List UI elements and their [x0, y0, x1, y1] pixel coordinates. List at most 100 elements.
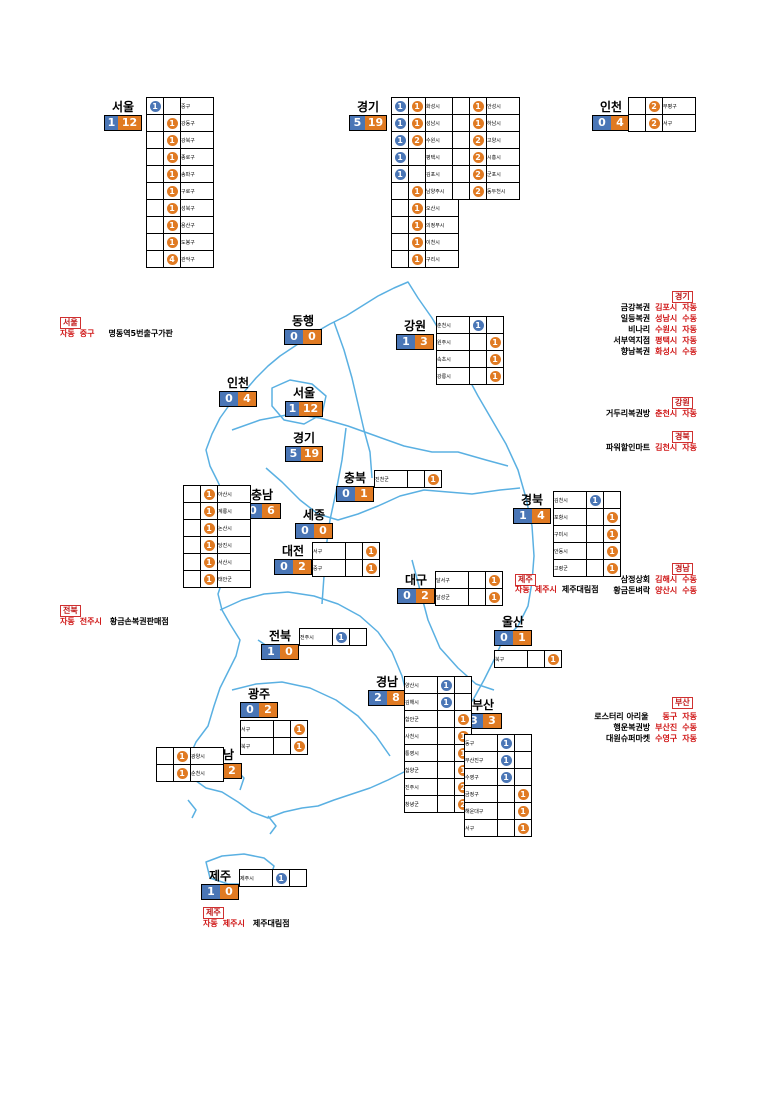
auto-cell [345, 542, 363, 560]
auto-count-badge: 1 [472, 319, 484, 331]
manual-cell: 1 [163, 216, 181, 234]
auto-count: 5 [350, 116, 365, 130]
store-name: 황금돈벼락 [613, 586, 651, 595]
auto-cell [586, 559, 604, 577]
store-city: 김해시 [655, 575, 678, 584]
region-title: 충북 [343, 471, 367, 485]
district-name: 수영구 [464, 768, 498, 786]
district-name: 오산시 [425, 199, 459, 217]
manual-count: 3 [483, 714, 501, 728]
store-name: 거두리복권방 [606, 409, 651, 418]
district-name: 용산구 [180, 216, 214, 234]
auto-cell [146, 165, 164, 183]
district-name: 진천군 [374, 470, 408, 488]
store-name: 서부역지점 [613, 336, 651, 345]
auto-cell: 1 [332, 628, 350, 646]
auto-cell: 1 [497, 734, 515, 752]
manual-cell: 2 [645, 97, 663, 115]
manual-cell [454, 693, 472, 711]
auto-cell [391, 250, 409, 268]
store-type: 자동 [60, 617, 75, 626]
manual-cell: 1 [485, 571, 503, 589]
manual-count-badge: 2 [472, 168, 484, 180]
manual-count: 4 [611, 116, 629, 130]
region-title: 경남 [375, 675, 399, 689]
auto-count: 0 [275, 560, 293, 574]
auto-count: 1 [105, 116, 118, 130]
auto-count: 0 [220, 392, 238, 406]
manual-count-badge: 1 [293, 723, 305, 735]
manual-count-badge: 1 [203, 573, 215, 585]
manual-cell: 1 [485, 588, 503, 606]
auto-cell [497, 785, 515, 803]
manual-count: 12 [299, 402, 322, 416]
manual-cell: 2 [469, 165, 487, 183]
district-name: 구로구 [180, 182, 214, 200]
district-name: 달성군 [435, 588, 469, 606]
district-name: 의정부시 [425, 216, 459, 234]
district-name: 동두천시 [486, 182, 520, 200]
auto-cell [452, 165, 470, 183]
auto-count: 1 [286, 402, 299, 416]
district-name: 북구 [240, 737, 274, 755]
manual-count-badge: 1 [489, 370, 501, 382]
auto-cell [156, 764, 174, 782]
auto-count: 1 [202, 885, 220, 899]
manual-count-badge: 1 [166, 151, 178, 163]
manual-count-badge: 1 [203, 488, 215, 500]
district-name: 달서구 [435, 571, 469, 589]
district-name: 김천시 [553, 491, 587, 509]
store-city: 수원시 [655, 325, 678, 334]
store-name: 향남복권 [620, 347, 651, 356]
manual-cell: 1 [603, 525, 621, 543]
auto-cell [183, 553, 201, 571]
region-border-6 [231, 681, 391, 757]
manual-count-badge: 2 [457, 798, 469, 810]
auto-cell [437, 744, 455, 762]
manual-count-badge: 1 [606, 545, 618, 557]
auto-count: 1 [262, 645, 280, 659]
manual-cell: 1 [408, 182, 426, 200]
district-name: 부산진구 [464, 751, 498, 769]
manual-count-badge: 1 [457, 747, 469, 759]
district-name: 제주시 [239, 869, 273, 887]
manual-count: 0 [280, 645, 298, 659]
manual-cell: 1 [544, 650, 562, 668]
store-name: 파워할인마트 [606, 443, 651, 452]
manual-count-badge: 1 [411, 253, 423, 265]
auto-cell [146, 131, 164, 149]
district-name: 춘천시 [436, 316, 470, 334]
region-title: 대구 [404, 573, 428, 587]
auto-cell [183, 502, 201, 520]
auto-cell [468, 588, 486, 606]
auto-cell: 1 [272, 869, 290, 887]
auto-cell [146, 199, 164, 217]
region-border-3 [265, 467, 521, 521]
district-name: 이천시 [425, 233, 459, 251]
region-title: 인천 [226, 376, 250, 390]
manual-cell: 1 [454, 710, 472, 728]
manual-cell: 1 [163, 148, 181, 166]
